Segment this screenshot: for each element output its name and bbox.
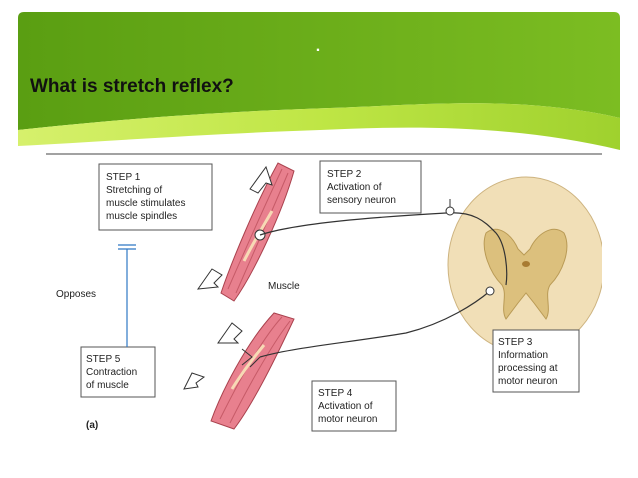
step3-line4: motor neuron (498, 376, 557, 387)
slide-marker: . (312, 38, 324, 56)
step4-box: STEP 4 Activation of motor neuron (312, 381, 396, 431)
panel-label: (a) (86, 420, 98, 431)
step4-line3: motor neuron (318, 414, 377, 425)
step2-box: STEP 2 Activation of sensory neuron (320, 161, 421, 213)
step4-line2: Activation of (318, 401, 373, 412)
step3-box: STEP 3 Information processing at motor n… (493, 330, 579, 392)
step3-line1: STEP 3 (498, 337, 533, 348)
muscle-label: Muscle (268, 281, 300, 292)
step4-line1: STEP 4 (318, 388, 353, 399)
step2-line3: sensory neuron (327, 195, 396, 206)
opposes-label: Opposes (56, 289, 96, 300)
step1-box: STEP 1 Stretching of muscle stimulates m… (99, 164, 212, 230)
stretch-reflex-diagram: STEP 1 Stretching of muscle stimulates m… (46, 153, 602, 435)
step5-line3: of muscle (86, 380, 129, 391)
opposes-connector (118, 245, 136, 347)
step5-line2: Contraction (86, 367, 137, 378)
step5-box: STEP 5 Contraction of muscle (81, 347, 155, 397)
step3-line3: processing at (498, 363, 558, 374)
step5-line1: STEP 5 (86, 354, 121, 365)
sensory-ganglion (446, 207, 454, 215)
step1-line4: muscle spindles (106, 211, 177, 222)
slide-title: What is stretch reflex? (30, 76, 234, 98)
step1-line1: STEP 1 (106, 172, 141, 183)
diagram-canvas: STEP 1 Stretching of muscle stimulates m… (46, 153, 602, 435)
step2-line2: Activation of (327, 182, 382, 193)
step2-line1: STEP 2 (327, 169, 362, 180)
muscle-contracted (211, 313, 294, 429)
step1-line2: Stretching of (106, 185, 162, 196)
header-banner (0, 0, 638, 150)
motor-neuron-body (486, 287, 494, 295)
step3-line2: Information (498, 350, 548, 361)
step1-line3: muscle stimulates (106, 198, 185, 209)
spinal-cord (448, 177, 602, 353)
